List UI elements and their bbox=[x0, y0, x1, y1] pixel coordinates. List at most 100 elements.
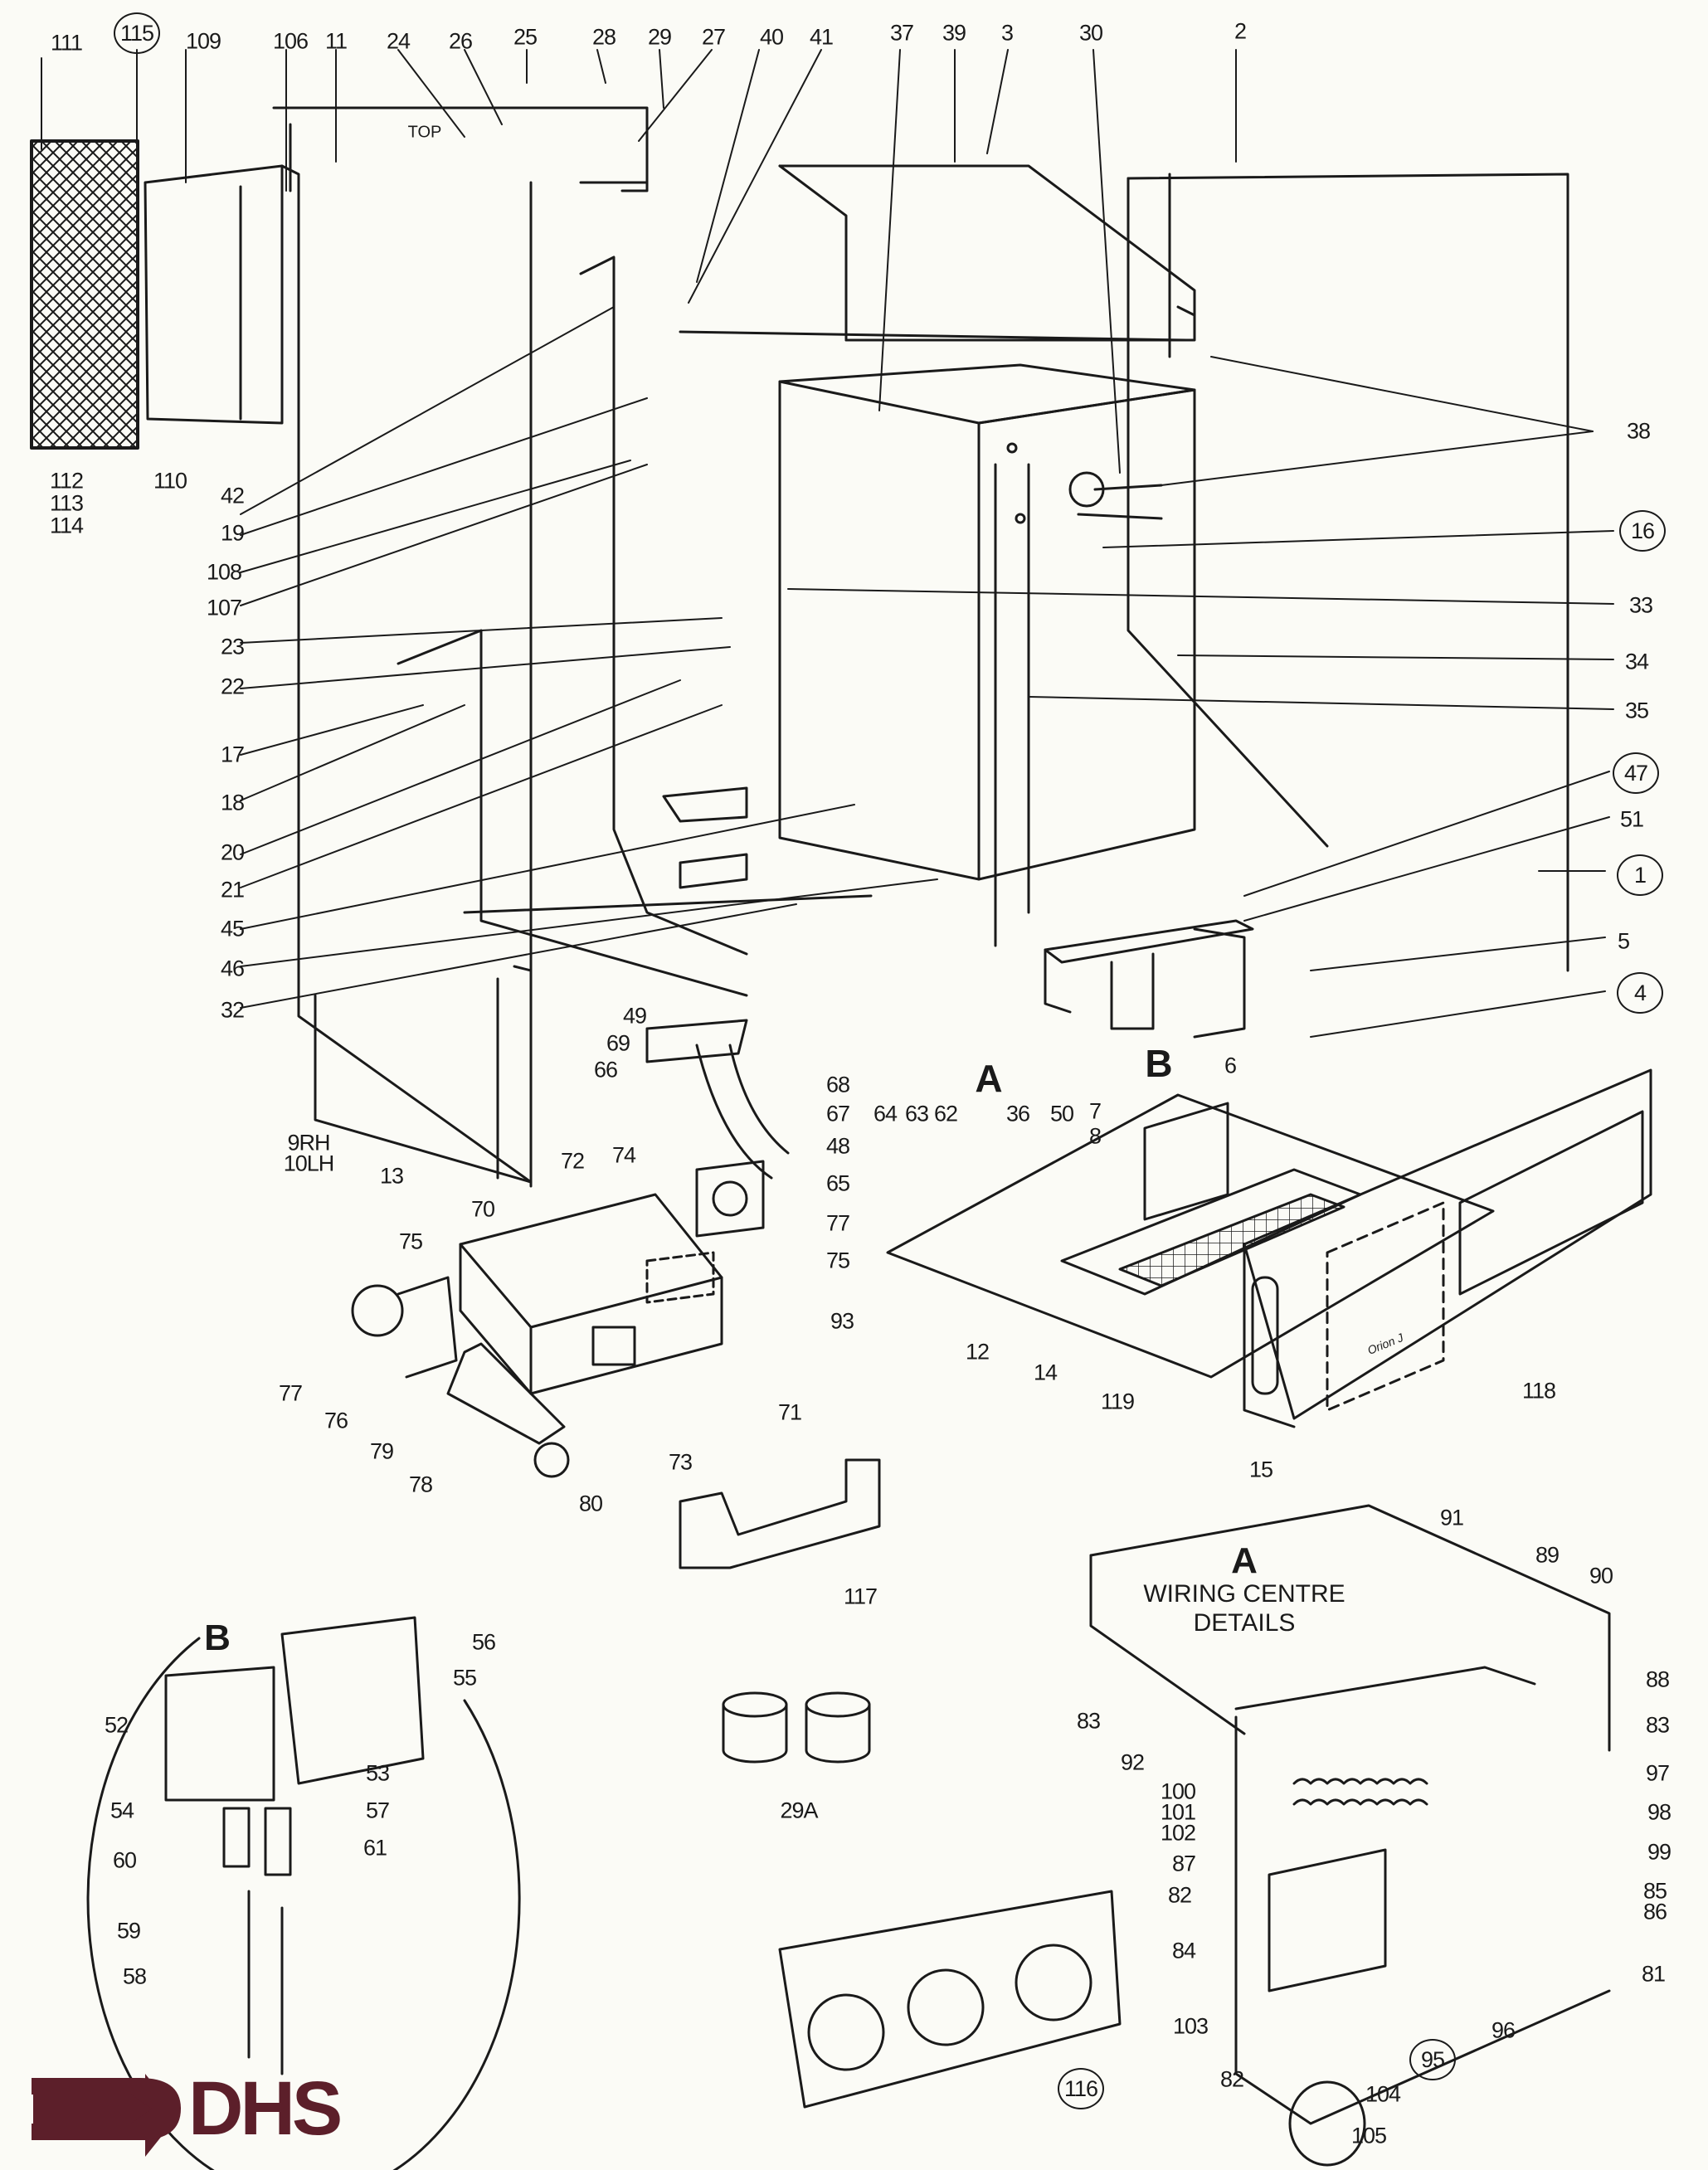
view-marker-b: B bbox=[1145, 1042, 1173, 1085]
callout-82-upper: 82 bbox=[1167, 1882, 1192, 1908]
callout-40: 40 bbox=[759, 24, 784, 50]
callout-105: 105 bbox=[1350, 2123, 1387, 2148]
callout-104: 104 bbox=[1365, 2081, 1401, 2107]
callout-71: 71 bbox=[777, 1399, 802, 1425]
callout-23: 23 bbox=[220, 634, 245, 659]
callout-22: 22 bbox=[220, 674, 245, 699]
callout-69: 69 bbox=[606, 1030, 630, 1056]
callout-29: 29 bbox=[647, 24, 672, 50]
side-panel bbox=[314, 965, 533, 1184]
callout-63: 63 bbox=[904, 1101, 929, 1126]
callout-19: 19 bbox=[220, 520, 245, 546]
callout-9RH: 9RH bbox=[287, 1130, 330, 1156]
callout-12: 12 bbox=[965, 1339, 990, 1365]
callout-87: 87 bbox=[1171, 1851, 1196, 1876]
callout-111: 111 bbox=[50, 30, 83, 56]
control-knobs bbox=[722, 1691, 871, 1764]
callout-76: 76 bbox=[324, 1408, 348, 1433]
callout-100: 100 bbox=[1160, 1778, 1196, 1804]
callout-68: 68 bbox=[825, 1072, 850, 1097]
callout-54: 54 bbox=[109, 1798, 134, 1823]
terminal-duct bbox=[144, 164, 300, 425]
callout-55: 55 bbox=[452, 1665, 477, 1691]
callout-106: 106 bbox=[272, 28, 309, 54]
burner-assembly bbox=[1044, 919, 1254, 1039]
callout-119: 119 bbox=[1100, 1389, 1135, 1414]
callout-66: 66 bbox=[593, 1057, 618, 1083]
callout-101: 101 bbox=[1160, 1799, 1196, 1825]
brand-logo: DHS bbox=[32, 2065, 343, 2153]
gas-control-valve bbox=[459, 1193, 723, 1395]
callout-29A: 29A bbox=[780, 1798, 818, 1823]
callout-24: 24 bbox=[386, 28, 411, 54]
callout-108: 108 bbox=[206, 559, 242, 585]
detail-b-letter: B bbox=[204, 1618, 231, 1658]
callout-56: 56 bbox=[471, 1629, 496, 1655]
callout-25: 25 bbox=[513, 24, 538, 50]
flue-hood bbox=[679, 164, 1196, 342]
gas-pipe-elbow bbox=[645, 1019, 790, 1238]
ignition-electrode bbox=[1068, 471, 1163, 520]
callout-21: 21 bbox=[220, 877, 245, 903]
leader-lines bbox=[41, 49, 1614, 1038]
callout-65: 65 bbox=[825, 1170, 850, 1196]
callout-93: 93 bbox=[830, 1308, 854, 1334]
callout-60: 60 bbox=[112, 1847, 137, 1873]
callout-99: 99 bbox=[1647, 1839, 1672, 1865]
callout-78: 78 bbox=[408, 1472, 433, 1497]
callout-50: 50 bbox=[1049, 1101, 1074, 1126]
callout-80: 80 bbox=[578, 1491, 603, 1516]
callout-67: 67 bbox=[825, 1101, 850, 1126]
callout-7: 7 bbox=[1088, 1098, 1102, 1124]
callout-48: 48 bbox=[825, 1133, 850, 1159]
callout-51: 51 bbox=[1619, 806, 1644, 832]
callout-77-lower: 77 bbox=[278, 1380, 303, 1406]
callout-70: 70 bbox=[470, 1196, 495, 1222]
callout-33: 33 bbox=[1628, 592, 1653, 618]
callout-91: 91 bbox=[1439, 1505, 1464, 1530]
view-marker-a: A bbox=[975, 1057, 1003, 1100]
callout-58: 58 bbox=[122, 1963, 147, 1989]
callout-37: 37 bbox=[889, 20, 914, 46]
callout-4: 4 bbox=[1617, 972, 1663, 1014]
callout-103: 103 bbox=[1172, 2013, 1209, 2039]
callout-14: 14 bbox=[1033, 1360, 1058, 1385]
callout-64: 64 bbox=[873, 1101, 898, 1126]
callout-3: 3 bbox=[1000, 20, 1014, 46]
callout-117: 117 bbox=[843, 1584, 878, 1609]
callout-17: 17 bbox=[220, 742, 245, 767]
heat-exchanger bbox=[778, 363, 1196, 947]
base-plate bbox=[886, 1093, 1495, 1379]
callout-41: 41 bbox=[809, 24, 834, 50]
callout-109: 109 bbox=[185, 28, 221, 54]
callout-38: 38 bbox=[1626, 418, 1651, 444]
callout-73: 73 bbox=[668, 1449, 693, 1475]
callout-34: 34 bbox=[1624, 649, 1649, 674]
callout-118: 118 bbox=[1521, 1378, 1556, 1404]
callout-62: 62 bbox=[933, 1101, 958, 1126]
callout-86: 86 bbox=[1642, 1899, 1667, 1924]
callout-15: 15 bbox=[1248, 1457, 1273, 1482]
callout-89: 89 bbox=[1535, 1542, 1560, 1568]
callout-42: 42 bbox=[220, 483, 245, 508]
callout-112: 112 bbox=[49, 468, 84, 494]
callout-114: 114 bbox=[49, 513, 84, 538]
callout-83-left: 83 bbox=[1076, 1708, 1101, 1734]
callout-57: 57 bbox=[365, 1798, 390, 1823]
callout-18: 18 bbox=[220, 790, 245, 815]
callout-110: 110 bbox=[153, 468, 187, 494]
callout-102: 102 bbox=[1160, 1820, 1196, 1846]
callout-92: 92 bbox=[1120, 1749, 1145, 1775]
pressure-regulator bbox=[351, 1276, 458, 1379]
callout-39: 39 bbox=[942, 20, 966, 46]
callout-26: 26 bbox=[448, 28, 473, 54]
callout-30: 30 bbox=[1078, 20, 1103, 46]
callout-28: 28 bbox=[591, 24, 616, 50]
callout-98: 98 bbox=[1647, 1799, 1672, 1825]
top-marker: TOP bbox=[407, 123, 442, 142]
callout-45: 45 bbox=[220, 916, 245, 941]
detail-b-circle bbox=[86, 1616, 521, 2170]
wiring-centre-box bbox=[1089, 1504, 1611, 2167]
callout-1: 1 bbox=[1617, 854, 1663, 896]
